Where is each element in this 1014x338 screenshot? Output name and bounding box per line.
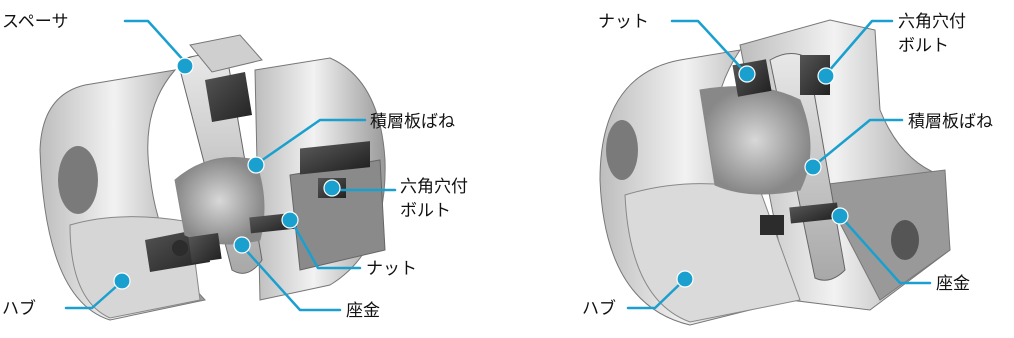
right-hub-marker: [676, 270, 694, 288]
right-disc-spring-marker: [804, 158, 822, 176]
right-label-hub: ハブ: [582, 298, 616, 319]
label-bolt-line1: 六角穴付: [400, 177, 468, 197]
right-label-bolt-line2: ボルト: [898, 36, 949, 56]
washer-marker: [233, 236, 251, 254]
bolt-marker: [323, 179, 341, 197]
left-leaders: [64, 19, 397, 312]
hub-marker: [113, 272, 131, 290]
right-nut-marker: [738, 65, 756, 83]
label-disc-spring: 積層板ばね: [370, 112, 455, 132]
right-label-nut: ナット: [598, 12, 649, 32]
disc-spring-marker: [247, 156, 265, 174]
right-leaders: [626, 19, 932, 310]
label-hub: ハブ: [2, 298, 36, 319]
right-bolt-marker: [817, 67, 835, 85]
right-coupling-illustration: [599, 19, 951, 326]
right-label-disc-spring: 積層板ばね: [908, 112, 993, 132]
label-nut: ナット: [366, 259, 417, 279]
right-washer-marker: [831, 207, 849, 225]
label-washer: 座金: [346, 301, 380, 321]
left-coupling-illustration: [39, 34, 386, 321]
label-spacer: スペーサ: [2, 12, 68, 32]
right-label-washer: 座金: [936, 274, 970, 294]
spacer-marker: [176, 57, 194, 75]
label-bolt-line2: ボルト: [400, 201, 451, 221]
right-label-bolt-line1: 六角穴付: [898, 12, 966, 32]
nut-marker: [281, 211, 299, 229]
